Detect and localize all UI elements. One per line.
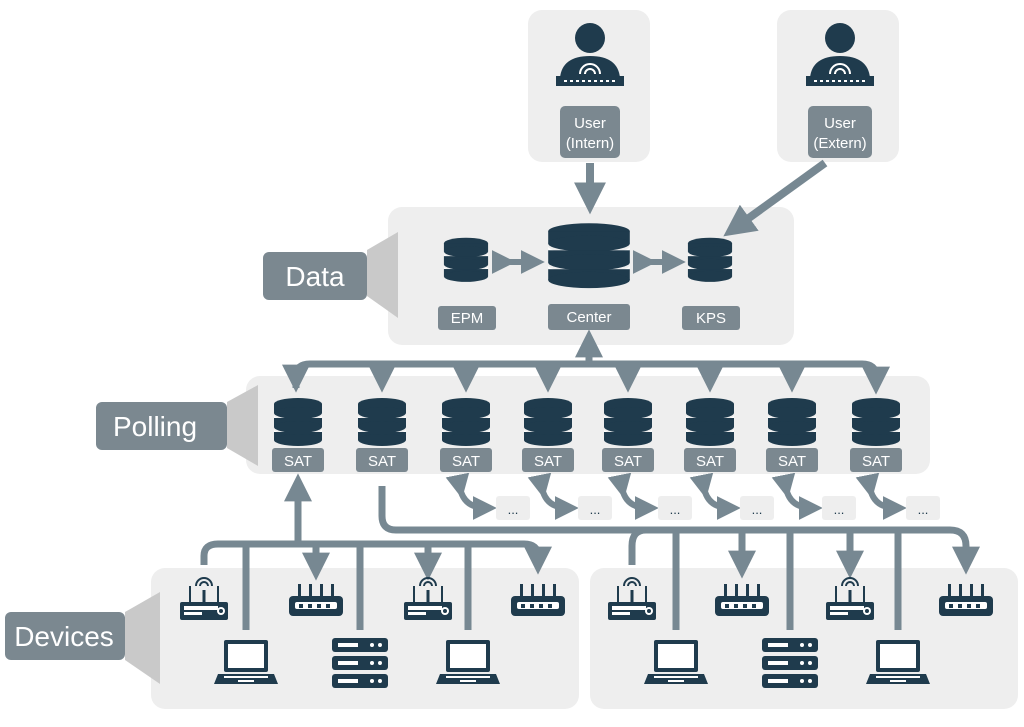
sat-label: SAT	[284, 453, 312, 470]
epm-tag	[438, 306, 496, 330]
sat-tag	[766, 448, 818, 472]
sat-tag	[272, 448, 324, 472]
sat-peer-arrow	[689, 472, 741, 520]
epm-label: EPM	[451, 310, 484, 327]
user-extern-line2: (Extern)	[813, 135, 866, 152]
ellipsis-box	[822, 496, 856, 520]
kps-tag	[682, 306, 740, 330]
sat-label: SAT	[696, 453, 724, 470]
devices-section-label: Devices	[14, 621, 114, 652]
sat-tag	[356, 448, 408, 472]
ellipsis-label: ...	[508, 502, 519, 517]
ellipsis-box	[658, 496, 692, 520]
sat-label: SAT	[534, 453, 562, 470]
sat-database-icon	[686, 398, 734, 446]
sat-peer-arrow	[445, 472, 497, 520]
user-intern-line1: User	[574, 115, 606, 132]
devices-left-bus	[200, 473, 552, 630]
ellipsis-label: ...	[670, 502, 681, 517]
sat-database-icon	[604, 398, 652, 446]
sat-label: SAT	[862, 453, 890, 470]
user-extern-tag	[808, 106, 872, 158]
center-label: Center	[566, 309, 611, 326]
server-icon	[332, 638, 388, 688]
devices-right-bus	[378, 486, 980, 630]
sat-label: SAT	[614, 453, 642, 470]
kps-database-icon	[687, 237, 733, 282]
polling-section-label: Polling	[113, 411, 197, 442]
sat-label: SAT	[778, 453, 806, 470]
ellipsis-label: ...	[834, 502, 845, 517]
user-extern-arrow	[723, 159, 828, 237]
sat-tag	[602, 448, 654, 472]
sat-peer-arrow	[527, 472, 579, 520]
epm-database-icon	[443, 237, 489, 282]
ellipsis-box	[578, 496, 612, 520]
sat-tag	[684, 448, 736, 472]
sat-peer-arrow	[607, 472, 659, 520]
polling-distribution-arrows	[282, 329, 890, 395]
polling-panel	[246, 376, 930, 474]
ellipsis-label: ...	[752, 502, 763, 517]
data-section-label: Data	[285, 261, 345, 292]
user-extern-line1: User	[824, 115, 856, 132]
sat-database-icon	[524, 398, 572, 446]
devices-section-tag	[5, 612, 125, 660]
user-intern-line2: (Intern)	[566, 135, 614, 152]
data-section-tag	[263, 252, 367, 300]
sat-database-icon	[442, 398, 490, 446]
ellipsis-box	[740, 496, 774, 520]
sat-database-icon	[768, 398, 816, 446]
sat-tag	[522, 448, 574, 472]
center-database-icon	[548, 223, 630, 289]
sat-label: SAT	[368, 453, 396, 470]
kps-label: KPS	[696, 310, 726, 327]
sat-database-icon	[358, 398, 406, 446]
server-icon	[762, 638, 818, 688]
user-intern-tag	[560, 106, 620, 158]
sat-peer-arrow	[771, 472, 823, 520]
sat-peer-arrow	[855, 472, 907, 520]
sat-tag	[440, 448, 492, 472]
ellipsis-box	[906, 496, 940, 520]
ellipsis-label: ...	[918, 502, 929, 517]
sat-database-icon	[852, 398, 900, 446]
ellipsis-box	[496, 496, 530, 520]
center-tag	[548, 304, 630, 330]
sat-tag	[850, 448, 902, 472]
ellipsis-label: ...	[590, 502, 601, 517]
sat-database-icon	[274, 398, 322, 446]
polling-section-tag	[96, 402, 227, 450]
sat-label: SAT	[452, 453, 480, 470]
